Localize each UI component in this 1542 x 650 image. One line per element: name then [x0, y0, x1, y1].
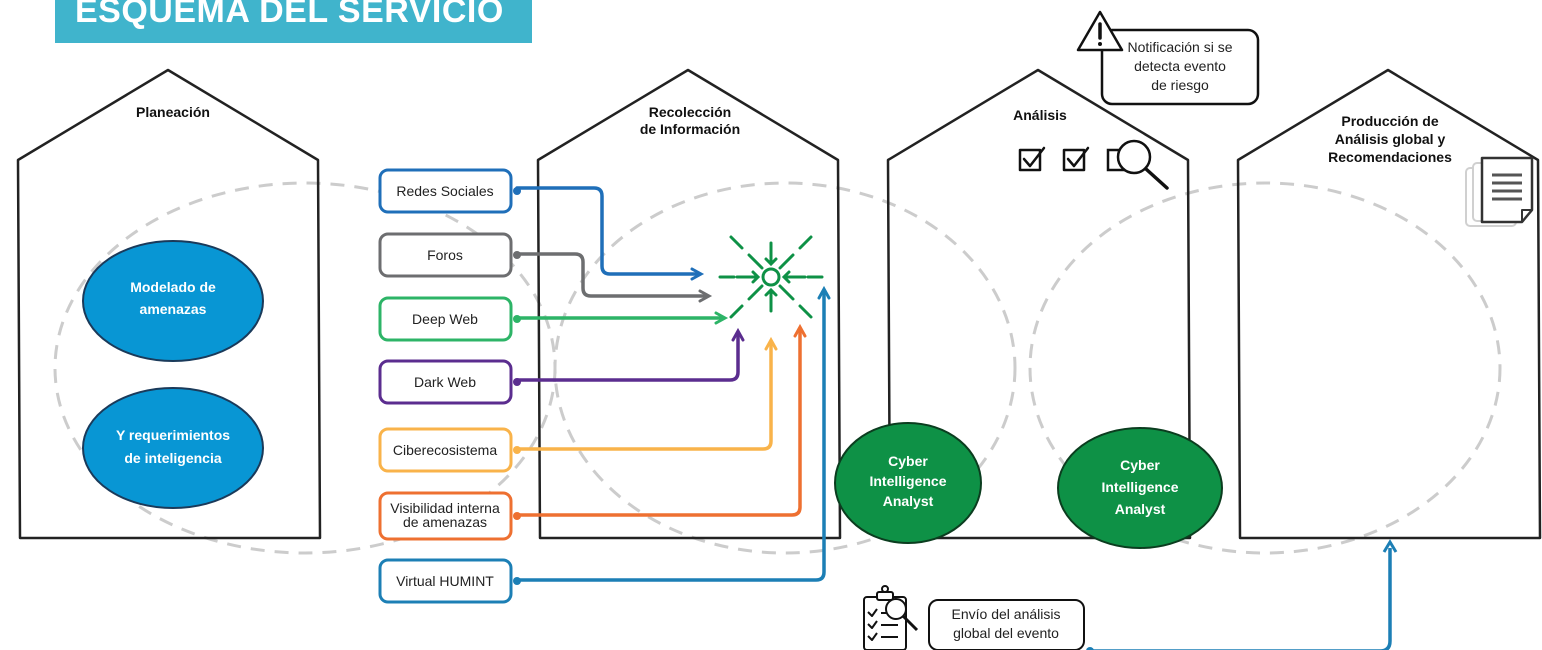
source-label: Visibilidad interna: [390, 500, 500, 516]
planning-node-2-line-2: de inteligencia: [124, 450, 221, 466]
title-banner: [55, 0, 532, 43]
source-box: Foros: [378, 232, 521, 278]
analyst-node-2-line-3: Analyst: [1115, 501, 1166, 517]
analyst-node-2-line-2: Intelligence: [1101, 479, 1178, 495]
source-label: de amenazas: [403, 514, 487, 530]
analyst-node-2-line-1: Cyber: [1120, 457, 1160, 473]
house-collection: [536, 68, 842, 540]
link-redes-sociales: [515, 186, 700, 276]
analyst-node-2: Cyber Intelligence Analyst: [1057, 427, 1223, 549]
source-box: Virtual HUMINT: [378, 558, 521, 604]
dashed-ring-analysis: [1028, 181, 1502, 555]
source-connector-dot: [513, 251, 521, 259]
notification-line-2: detecta evento: [1134, 58, 1226, 74]
warning-icon: [1076, 10, 1124, 52]
arrowhead-deep-web: [714, 311, 729, 325]
link-virtual-humint: [515, 290, 826, 582]
source-connector-dot: [513, 577, 521, 585]
delivery-link-dot: [1086, 647, 1094, 650]
planning-node-2-line-1: Y requerimientos: [116, 427, 230, 443]
analyst-node-1-line-2: Intelligence: [869, 473, 946, 489]
delivery-arrowhead: [1382, 539, 1398, 553]
source-box: Dark Web: [378, 359, 521, 405]
source-label: Dark Web: [414, 374, 476, 390]
delivery-callout: Envío del análisis global del evento: [928, 599, 1085, 650]
checkbox-icon: [1018, 146, 1046, 172]
column-title-production-2: Análisis global y: [1335, 131, 1446, 147]
arrowhead-dark-web: [731, 327, 745, 342]
delivery-line-2: global del evento: [953, 625, 1059, 641]
source-box: Redes Sociales: [378, 168, 521, 214]
arrowhead-ciberecosistema: [764, 336, 778, 351]
source-box: Ciberecosistema: [378, 427, 521, 473]
source-connector-dot: [513, 446, 521, 454]
source-connector-dot: [513, 378, 521, 386]
link-dark-web: [515, 332, 740, 382]
dashed-rings: [53, 181, 1502, 555]
notification-line-3: de riesgo: [1151, 77, 1209, 93]
source-label: Deep Web: [412, 311, 478, 327]
arrowhead-virtual-humint: [817, 285, 831, 300]
source-label: Virtual HUMINT: [396, 573, 494, 589]
source-connector-dot: [513, 512, 521, 520]
analyst-node-1-line-3: Analyst: [883, 493, 934, 509]
convergence-hub-icon: [718, 235, 824, 319]
checkbox-icon: [1062, 146, 1090, 172]
analyst-node-1: Cyber Intelligence Analyst: [834, 422, 982, 544]
planning-node-2: Y requerimientos de inteligencia: [82, 387, 264, 509]
column-title-collection-2: de Información: [640, 121, 740, 137]
house-production: [1236, 68, 1542, 540]
source-label: Redes Sociales: [396, 183, 493, 199]
delivery-line-1: Envío del análisis: [952, 606, 1061, 622]
column-title-collection-1: Recolección: [649, 104, 731, 120]
delivery-link: [1090, 548, 1392, 650]
notification-callout: Notificación si se detecta evento de rie…: [1100, 28, 1260, 106]
planning-node-1: Modelado de amenazas: [82, 240, 264, 362]
source-connector-dot: [513, 187, 521, 195]
link-ciberecosistema: [515, 341, 773, 451]
dashed-ring-collection: [553, 181, 1017, 555]
source-label: Ciberecosistema: [393, 442, 497, 458]
column-title-production-1: Producción de: [1341, 113, 1438, 129]
page-title: ESQUEMA DEL SERVICIO: [75, 0, 504, 30]
analyst-node-1-line-1: Cyber: [888, 453, 928, 469]
magnifier-icon: [1106, 139, 1169, 190]
planning-node-1-line-2: amenazas: [140, 301, 207, 317]
house-planning: [16, 68, 322, 540]
source-label: Foros: [427, 247, 463, 263]
column-title-analysis: Análisis: [1013, 107, 1067, 123]
planning-node-1-line-1: Modelado de: [130, 279, 216, 295]
notification-line-1: Notificación si se: [1127, 39, 1232, 55]
arrowhead-visibilidad: [793, 323, 807, 338]
source-box: Deep Web: [378, 296, 521, 342]
arrowhead-redes-sociales: [690, 267, 705, 281]
link-foros: [515, 252, 708, 298]
link-visibilidad: [515, 328, 802, 517]
document-icon: [1465, 156, 1534, 227]
clipboard-search-icon: [863, 585, 919, 650]
column-title-production-3: Recomendaciones: [1328, 149, 1452, 165]
source-connector-dot: [513, 315, 521, 323]
arrowhead-foros: [698, 289, 713, 303]
column-title-planning: Planeación: [136, 104, 210, 120]
